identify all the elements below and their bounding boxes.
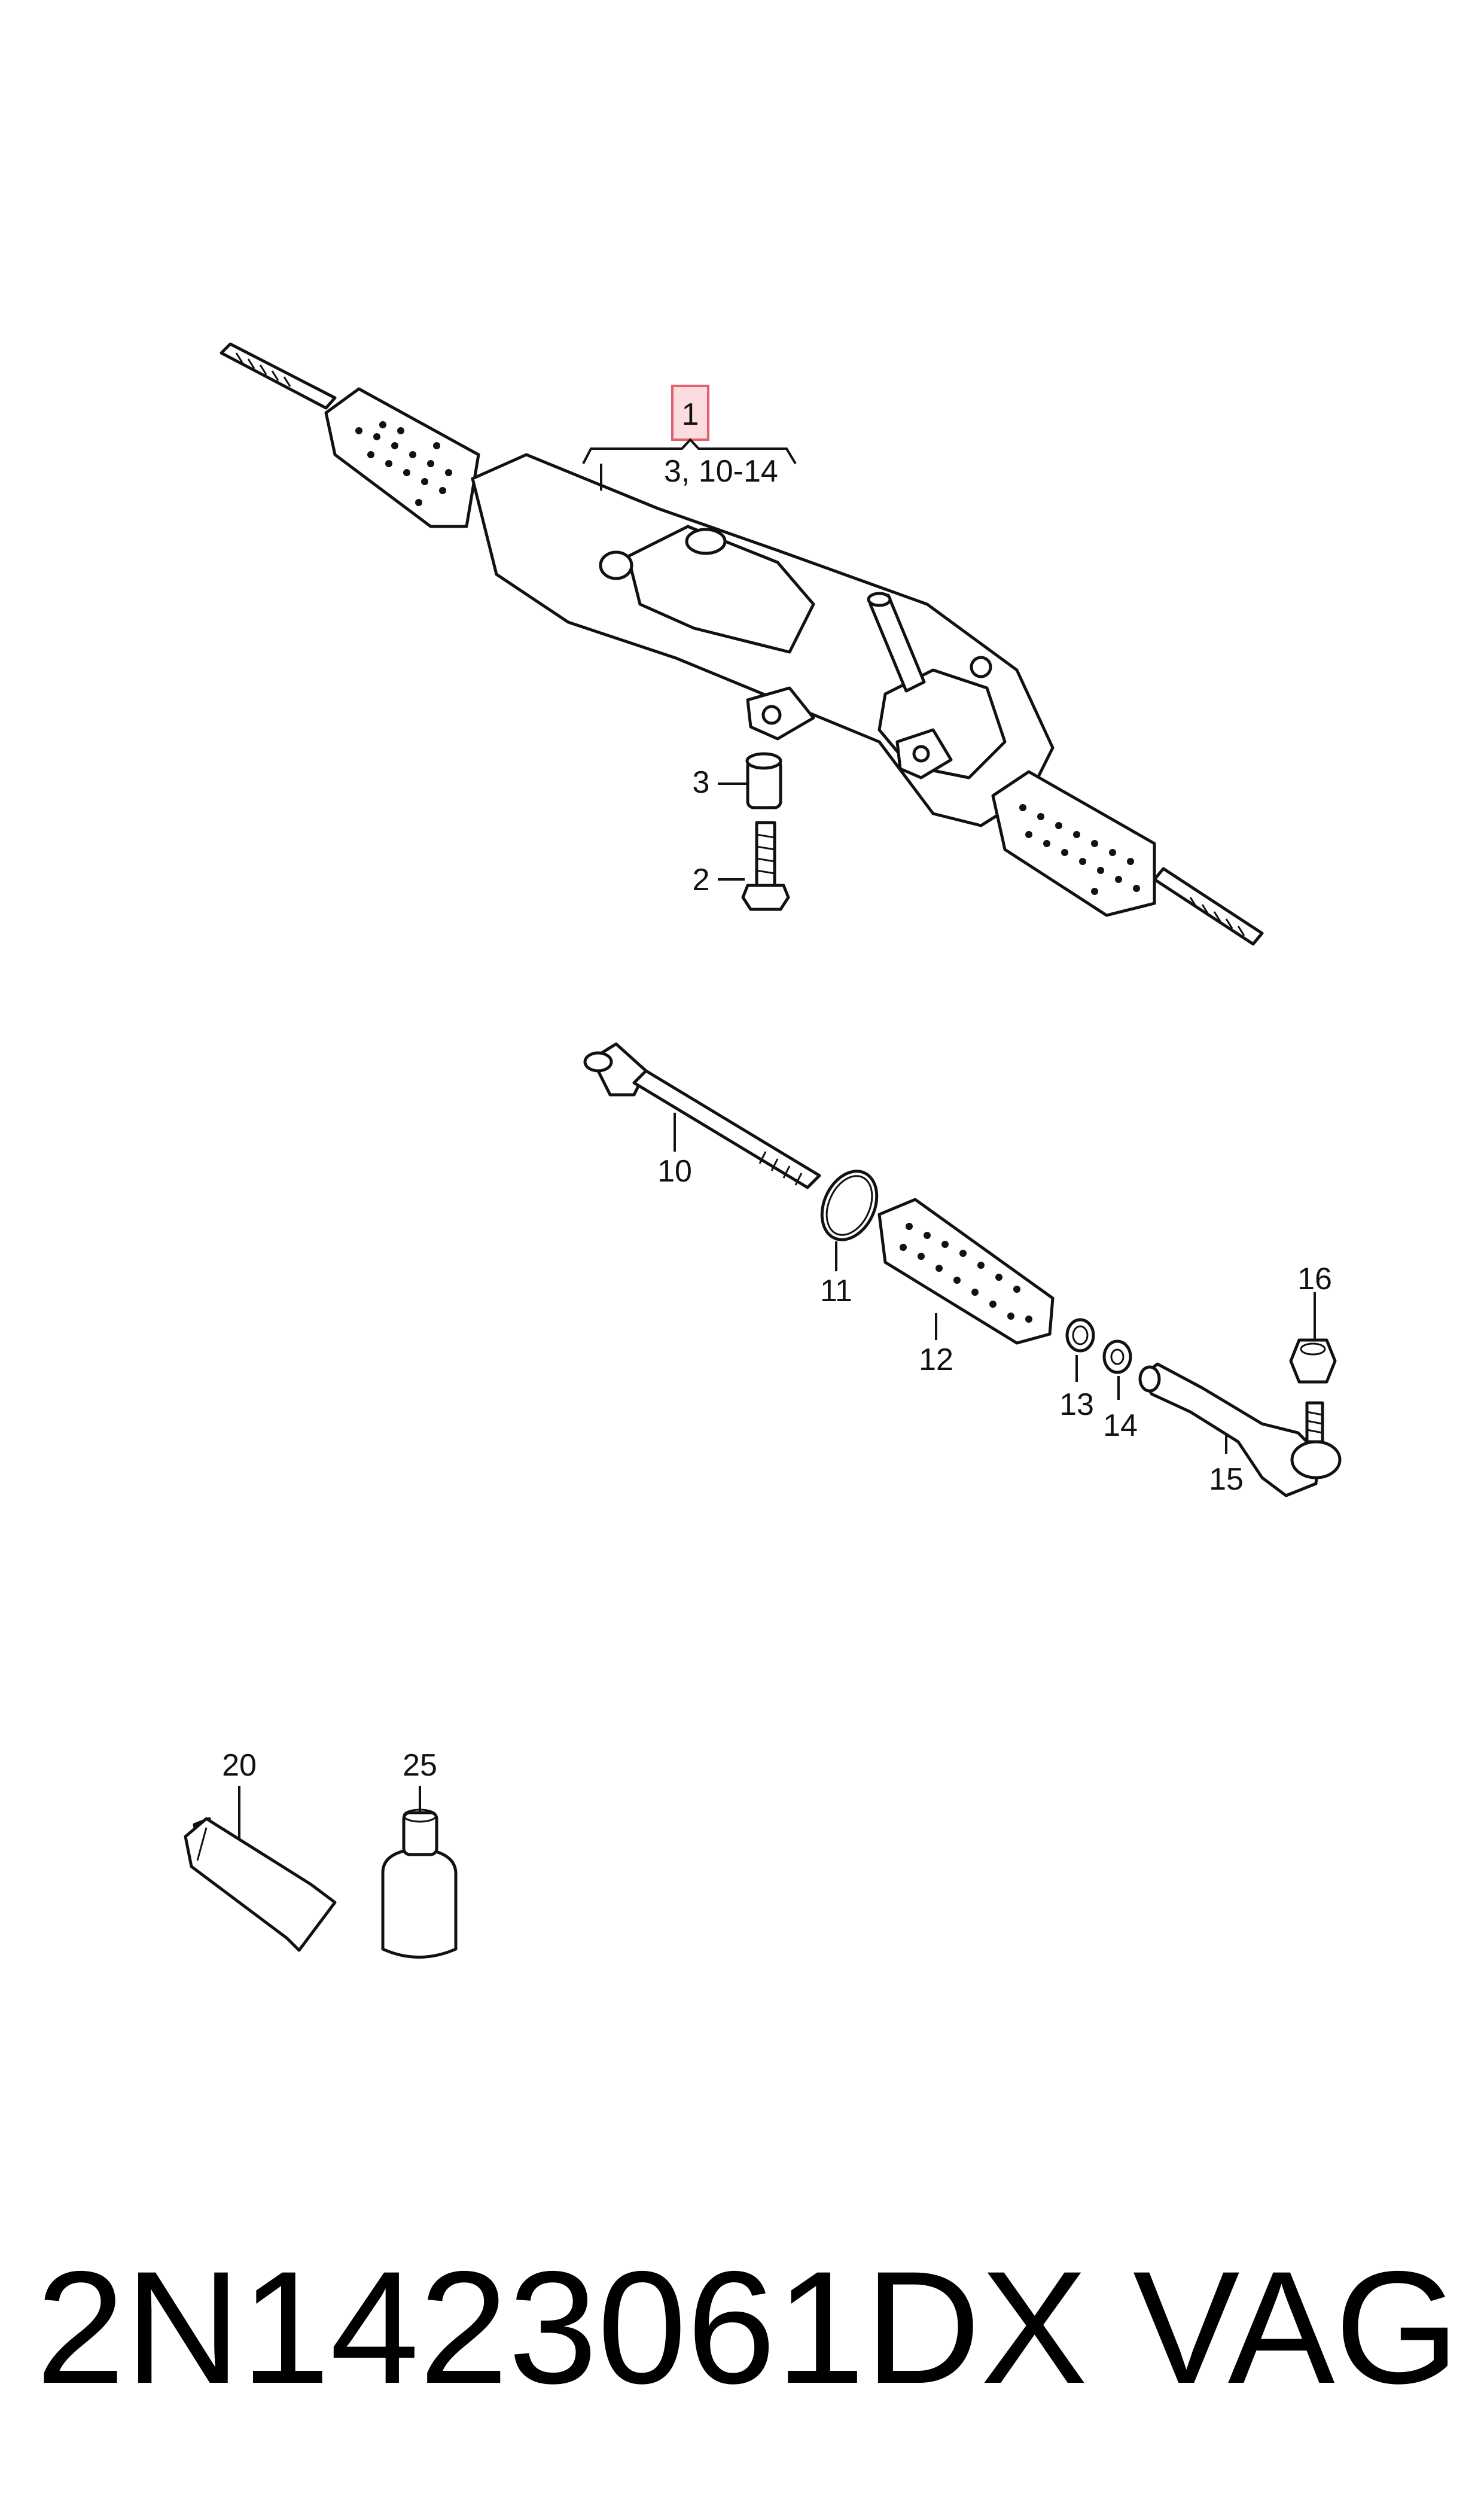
part-20-grease-tube: 20: [184, 1748, 337, 1952]
part-13-clamp: 13: [1059, 1318, 1095, 1422]
callout-1-group: 1 3, 10-14: [582, 385, 797, 491]
part-3-bushing: 3: [693, 752, 782, 809]
part-16-nut: 16: [1289, 1262, 1337, 1384]
footer: 2N1423061DX VAG: [24, 2237, 1459, 2417]
callout-10-label[interactable]: 10: [657, 1154, 692, 1189]
part-2-bolt: 2: [693, 821, 790, 911]
left-boot-texture: [355, 421, 452, 506]
part-number: 2N1423061DX: [36, 2237, 1088, 2417]
brand-label: VAG: [1132, 2237, 1459, 2417]
callout-13-label[interactable]: 13: [1059, 1387, 1094, 1422]
part-14-nut: 14: [1102, 1339, 1138, 1443]
callout-3-label[interactable]: 3: [693, 765, 710, 800]
part-10-tie-rod: 10: [583, 1042, 821, 1189]
callout-15-label[interactable]: 15: [1209, 1462, 1244, 1497]
boot-12-texture: [900, 1223, 1032, 1323]
part-11-clamp: 11: [820, 1170, 879, 1308]
right-boot-texture: [1019, 804, 1140, 895]
callout-14-label[interactable]: 14: [1103, 1408, 1138, 1443]
callout-2-label[interactable]: 2: [693, 863, 710, 897]
callout-11-label[interactable]: 11: [820, 1274, 852, 1308]
callout-1-highlight: [671, 385, 709, 441]
part-15-tie-rod-end: 15: [1138, 1362, 1342, 1497]
part-12-boot: 12: [877, 1198, 1055, 1377]
callout-20-label[interactable]: 20: [222, 1748, 257, 1783]
callout-1-sub-label: 3, 10-14: [664, 454, 778, 489]
callout-25-label[interactable]: 25: [403, 1748, 437, 1783]
steering-rack-assembly: [220, 342, 1264, 946]
callout-12-label[interactable]: 12: [919, 1342, 953, 1377]
part-25-container: 25: [381, 1748, 458, 1959]
callout-1-label[interactable]: 1: [682, 397, 699, 432]
callout-16-label[interactable]: 16: [1297, 1262, 1332, 1296]
